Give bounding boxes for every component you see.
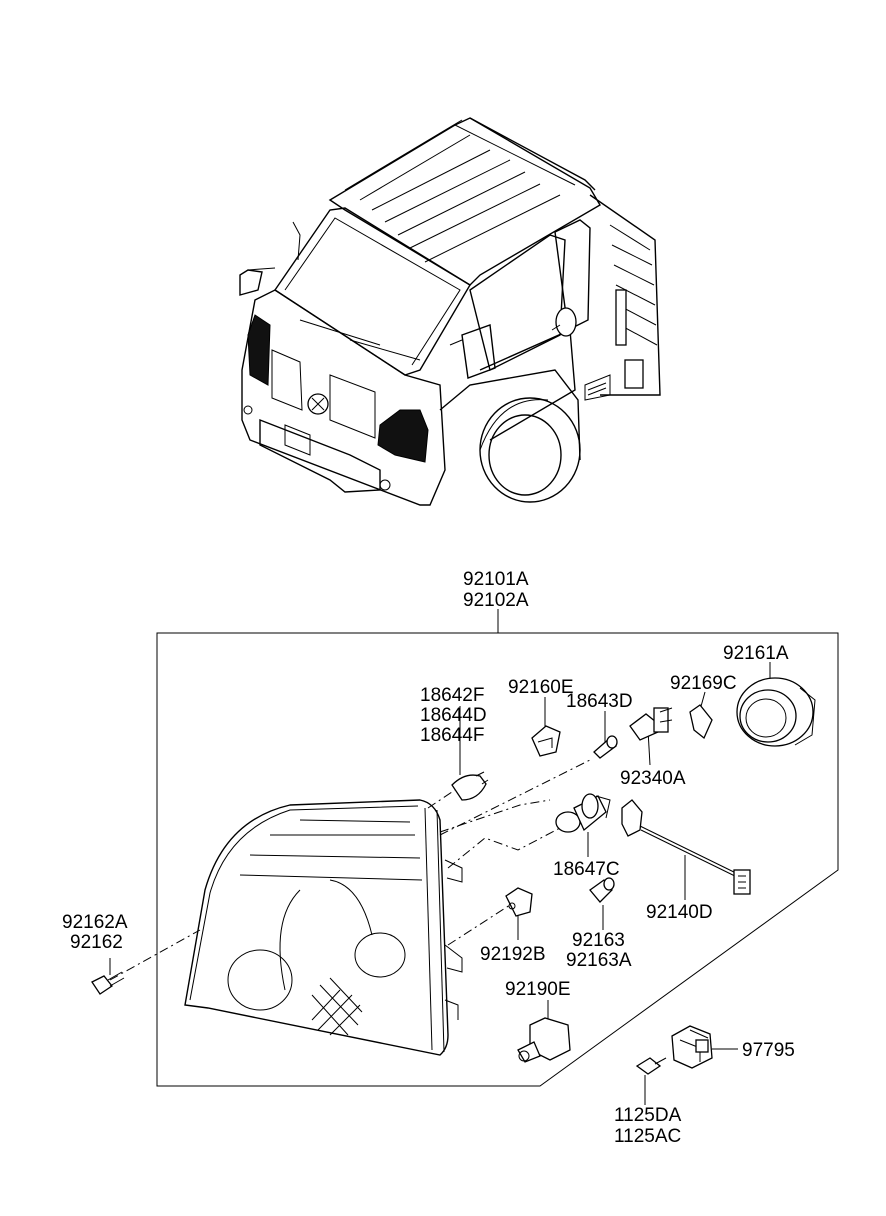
label-screw-2: 92162 [70,932,123,953]
cover-92161a [736,677,816,747]
label-socket-92160e: 92160E [508,677,574,698]
assembly-frame [156,609,839,1087]
cap-92169c [689,704,713,740]
label-socket-92340a: 92340A [620,768,686,789]
headlamp-housing [184,799,463,1056]
bulb-18642f [451,771,489,801]
label-bulb-18647c: 18647C [553,859,620,880]
socket-92192b [505,887,533,917]
label-assembly-2: 92102A [463,590,529,611]
label-bulb-1: 18642F [420,685,484,706]
label-socket-92192b: 92192B [480,944,546,965]
label-assembly-1: 92101A [463,569,529,590]
label-bulb-18643d: 18643D [566,691,633,712]
socket-92340a [629,707,673,741]
truck-illustration [239,117,661,506]
bulb-18643d [593,735,618,759]
label-bolt-1: 1125DA [614,1105,682,1126]
label-bolt-2: 1125AC [614,1126,681,1147]
label-harness-92140d: 92140D [646,902,713,923]
holder-92163 [589,877,615,903]
bolt-1125da [635,1057,667,1075]
label-cover-92161a: 92161A [723,643,789,664]
label-relay-97795: 97795 [742,1040,795,1061]
label-bulb-3: 18644F [420,725,484,746]
screw-92162 [91,971,125,995]
actuator-92190e [517,1017,571,1063]
label-holder-1: 92163 [572,930,625,951]
label-cap-92169c: 92169C [670,673,737,694]
harness-92140d [621,799,751,895]
label-holder-2: 92163A [566,950,632,971]
label-screw-1: 92162A [62,912,128,933]
label-actuator-92190e: 92190E [505,979,571,1000]
bulb-18647c [555,793,611,833]
leader-lines [109,662,771,1105]
socket-92160e [531,725,561,757]
relay-97795 [671,1025,713,1069]
label-bulb-2: 18644D [420,705,487,726]
